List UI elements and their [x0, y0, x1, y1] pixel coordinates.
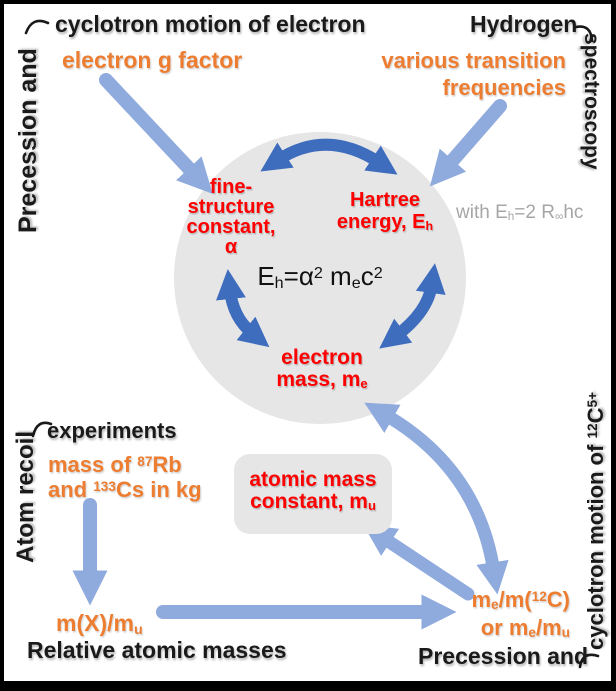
label-electron-g-factor: electron g factor: [62, 47, 243, 73]
title-precession-and-bottom: Precession and: [418, 643, 589, 669]
diagram-background: [4, 4, 611, 681]
title-cyclotron-motion-electron: cyclotron motion of electron: [55, 11, 366, 37]
caption-relative-atomic-masses: Relative atomic masses: [27, 637, 287, 663]
label-me-ratios: me/m(12C)or me/mu: [471, 587, 570, 641]
title-experiments: experiments: [47, 418, 177, 443]
rotated-label-spectroscopy: spectroscopy: [580, 33, 603, 170]
rotated-label-precession-and: Precession and: [14, 48, 42, 233]
note-rydberg-relation: with Eh=2 R∞hc: [456, 202, 584, 224]
rotated-label-cyclotron-c12: cyclotron motion of 12C5+: [583, 391, 608, 650]
rotated-label-atom-recoil: Atom recoil: [12, 430, 39, 563]
equation-hartree: Eh=α2 mec2: [257, 261, 383, 292]
title-hydrogen: Hydrogen: [470, 11, 578, 37]
label-mx-over-mu: m(X)/mu: [56, 610, 143, 638]
